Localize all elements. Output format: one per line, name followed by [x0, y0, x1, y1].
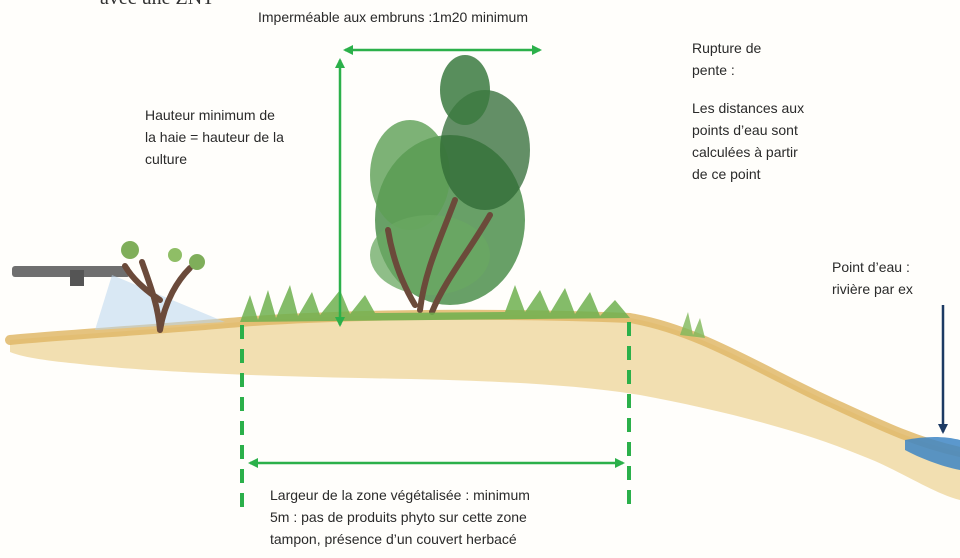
- distances-line: points d’eau sont: [692, 122, 798, 138]
- distances-note: Les distances aux points d’eau sont calc…: [692, 97, 862, 185]
- slope-break-line: Rupture de: [692, 40, 762, 56]
- hedge-tree-illustration: [370, 55, 530, 315]
- buffer-width-label: Largeur de la zone végétalisée : minimum…: [270, 484, 650, 550]
- top-cut-text: avec une ZNT: [100, 0, 214, 9]
- river-water: [905, 437, 960, 470]
- water-point-line: Point d’eau :: [832, 259, 910, 275]
- distances-line: Les distances aux: [692, 100, 805, 116]
- buffer-width-line: Largeur de la zone végétalisée : minimum: [270, 487, 530, 503]
- distances-line: de ce point: [692, 166, 761, 182]
- buffer-width-line: tampon, présence d’un couvert herbacé: [270, 531, 517, 547]
- distances-line: calculées à partir: [692, 144, 798, 160]
- spray-tight-label: Imperméable aux embruns :1m20 minimum: [258, 9, 528, 25]
- water-point-line: rivière par ex: [832, 281, 913, 297]
- hedge-height-line: culture: [145, 151, 188, 167]
- hedge-height-line: Hauteur minimum de: [145, 107, 275, 123]
- slope-break-label: Rupture de pente :: [692, 37, 862, 81]
- hedge-height-label: Hauteur minimum de la haie = hauteur de …: [145, 104, 345, 170]
- vine-illustration: [121, 241, 205, 333]
- water-point-label: Point d’eau : rivière par ex: [832, 256, 957, 300]
- slope-break-line: pente :: [692, 62, 735, 78]
- buffer-width-line: 5m : pas de produits phyto sur cette zon…: [270, 509, 527, 525]
- hedge-height-line: la haie = hauteur de la: [145, 129, 284, 145]
- soil-profile: [10, 314, 960, 500]
- sprayer-illustration: [12, 266, 225, 330]
- grass-tuft-right: [680, 312, 705, 338]
